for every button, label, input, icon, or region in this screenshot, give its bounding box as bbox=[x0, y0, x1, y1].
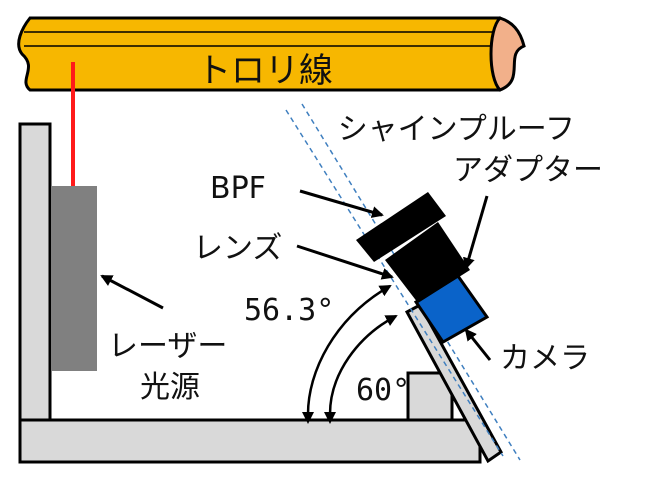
angle-outer-label: 56.3° bbox=[244, 293, 334, 328]
laser-label-line2: 光源 bbox=[140, 370, 200, 405]
bpf-label: BPF bbox=[210, 171, 266, 206]
camera-arrow bbox=[464, 328, 492, 361]
adapter-arrow bbox=[463, 195, 489, 270]
lens-arrow bbox=[296, 244, 394, 280]
laser-source bbox=[52, 186, 97, 371]
angle-arc-60 bbox=[324, 314, 398, 424]
adapter-label-line1: シャインプルーフ bbox=[338, 112, 575, 147]
trolley-wire-label: トロリ線 bbox=[197, 51, 333, 91]
frame-base bbox=[18, 418, 482, 464]
trolley-wire bbox=[17, 16, 526, 92]
lens-label: レンズ bbox=[193, 231, 282, 266]
camera-label: カメラ bbox=[500, 341, 590, 376]
laser-arrow bbox=[100, 274, 164, 310]
frame-vertical-post bbox=[18, 122, 52, 423]
bpf-arrow bbox=[299, 189, 384, 218]
adapter-label-line2: アダプター bbox=[453, 153, 603, 188]
laser-label-line1: レーザー bbox=[108, 329, 227, 364]
angle-inner-label: 60° bbox=[356, 373, 410, 408]
bpf-filter bbox=[356, 192, 446, 262]
trolley-wire-end bbox=[489, 16, 526, 92]
inclined-plate bbox=[404, 302, 503, 464]
lens-adapter-body bbox=[385, 222, 470, 303]
